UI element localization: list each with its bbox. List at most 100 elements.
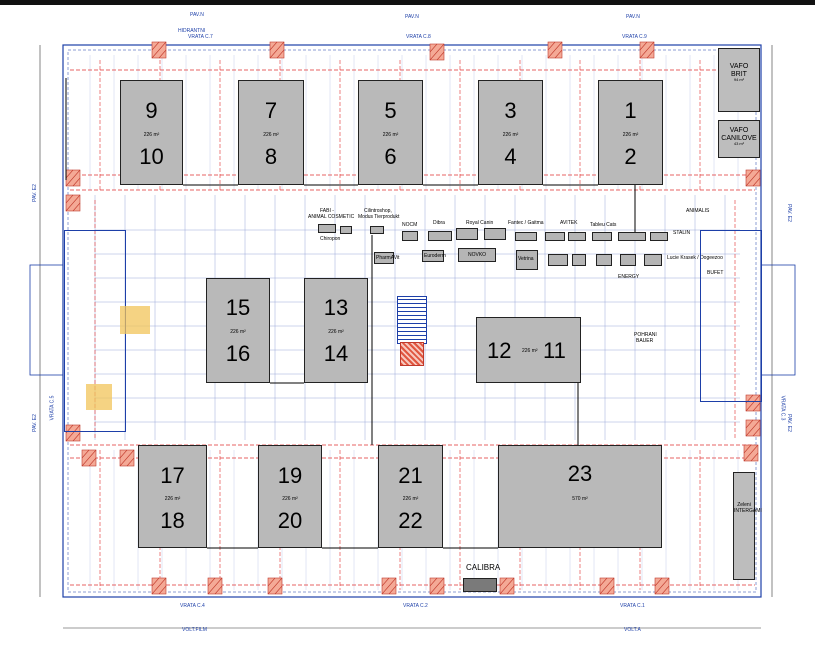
hatch-stroke: [151, 577, 167, 595]
hatched-columns: [65, 41, 761, 595]
hatch-stroke: [429, 43, 438, 53]
hatch-stroke: [436, 585, 445, 595]
label-pharmavit: PharmAVit: [376, 255, 400, 261]
stand-3-4[interactable]: 3 226 m² 4: [478, 80, 543, 185]
stand-vafo-canilove[interactable]: VAFO CANILOVE 43 m²: [718, 120, 760, 158]
hatch-stroke: [81, 449, 97, 467]
hatch-stroke: [606, 585, 615, 595]
gate-top-3: VRATA C.9: [622, 34, 647, 40]
stand-number-bottom: 6: [384, 144, 397, 169]
right-service-area: [700, 230, 762, 402]
label-royal: Royal Canin: [466, 220, 494, 226]
stand-area: 226 m²: [502, 132, 519, 138]
booth-mid-5[interactable]: [644, 254, 662, 266]
booth-center-6[interactable]: [456, 228, 478, 240]
hatch-stroke: [639, 41, 648, 51]
label-pohrani: POHRANI: [634, 332, 657, 338]
hatch-stroke: [654, 577, 663, 587]
stand-5-6[interactable]: 5 226 m² 6: [358, 80, 423, 185]
booth-center-7[interactable]: [484, 228, 506, 240]
booth-pharmavit[interactable]: [374, 252, 394, 264]
label-nocm: NOCM: [402, 222, 418, 228]
hatch-stroke: [381, 577, 397, 595]
pav-label-1: PAV.N: [190, 12, 204, 18]
booth-novko[interactable]: [458, 248, 496, 262]
hatch-stroke: [499, 577, 508, 587]
hatch-stroke: [381, 577, 390, 587]
stand-21-22[interactable]: 21 226 m² 22: [378, 445, 443, 548]
pav-bottom-1: VOLT.FILM: [182, 627, 207, 633]
label-bauer: BAUER: [636, 338, 654, 344]
stand-number-top: 9: [145, 98, 158, 123]
booth-euroderm[interactable]: [422, 250, 444, 262]
booth-mid-2[interactable]: [572, 254, 586, 266]
hatch-stroke: [207, 577, 216, 587]
booth-center-4[interactable]: [402, 231, 418, 241]
booth-center-11[interactable]: [592, 232, 612, 241]
booth-center-2[interactable]: [340, 226, 352, 234]
stand-area: 226 m²: [522, 348, 538, 354]
booth-center-5[interactable]: [428, 231, 452, 241]
stand-12-11[interactable]: 12 226 m² 11: [476, 317, 581, 383]
stand-7-8[interactable]: 7 226 m² 8: [238, 80, 304, 185]
stand-number-bottom: 8: [264, 144, 278, 169]
hatch-stroke: [72, 202, 81, 212]
stand-13-14[interactable]: 13 226 m² 14: [304, 278, 368, 383]
hatch-stroke: [158, 585, 167, 595]
hatch-stroke: [267, 577, 276, 587]
hatch-stroke: [276, 49, 285, 59]
hatch-stroke: [65, 169, 74, 179]
booth-vetrina[interactable]: [516, 250, 538, 270]
stand-17-18[interactable]: 17 226 m² 18: [138, 445, 207, 548]
hatch-stroke: [745, 169, 761, 187]
stand-1-2[interactable]: 1 226 m² 2: [598, 80, 663, 185]
stand-sub: BRIT: [731, 70, 747, 78]
stand-zeleni[interactable]: Zeleni INTERGAMI: [733, 472, 762, 580]
stand-number-top: 1: [624, 98, 637, 123]
right-gate: VRATA C.3: [779, 395, 786, 421]
stand-calibra[interactable]: [463, 578, 497, 592]
label-tableu: Tableu Cats: [590, 222, 617, 228]
stand-15-16[interactable]: 15 226 m² 16: [206, 278, 270, 383]
right-pav-1: PAV. E2: [785, 204, 792, 222]
booth-center-13[interactable]: [650, 232, 668, 241]
gate-bottom-2: VRATA C.2: [403, 603, 428, 609]
hatch-stroke: [214, 585, 223, 595]
stand-19-20[interactable]: 19 226 m² 20: [258, 445, 322, 548]
hatch-stroke: [661, 585, 670, 595]
stand-area: 226 m²: [263, 132, 279, 138]
booth-center-12[interactable]: [618, 232, 646, 241]
pav-bottom-2: VOLT.A: [624, 627, 641, 633]
stand-area: 226 m²: [402, 496, 419, 502]
pav-label-3: PAV.N: [626, 14, 640, 20]
gate-bottom-3: VRATA C.1: [620, 603, 645, 609]
hatch-stroke: [151, 41, 160, 51]
hatch-stroke: [752, 402, 761, 412]
stand-9-10[interactable]: 9 226 m² 10: [120, 80, 183, 185]
hatch-stroke: [745, 169, 754, 179]
hatch-stroke: [599, 577, 608, 587]
hatch-stroke: [267, 577, 283, 595]
booth-center-3[interactable]: [370, 226, 384, 234]
booth-center-10[interactable]: [568, 232, 586, 241]
hatch-stroke: [151, 577, 160, 587]
label-modus: Modus Tierprodukt: [358, 214, 400, 220]
label-euroderm: Euroderm: [424, 253, 446, 259]
stand-area: 226 m²: [328, 329, 344, 335]
stand-number-top: 17: [160, 463, 185, 488]
booth-mid-3[interactable]: [596, 254, 612, 266]
booth-mid-4[interactable]: [620, 254, 636, 266]
booth-center-8[interactable]: [515, 232, 537, 241]
booth-center-9[interactable]: [545, 232, 565, 241]
stand-number: 23: [567, 461, 593, 486]
booth-center-1[interactable]: [318, 224, 336, 233]
stand-name: Zeleni: [737, 502, 751, 508]
stand-number-bottom: 18: [160, 508, 185, 533]
stand-vafo-brit[interactable]: VAFO BRIT 94 m²: [718, 48, 760, 112]
booth-mid-1[interactable]: [548, 254, 568, 266]
stand-area: 226 m²: [230, 329, 246, 335]
stand-area: 226 m²: [622, 132, 639, 138]
label-energy: ENERGY: [618, 274, 640, 280]
stand-23[interactable]: 23 570 m²: [498, 445, 662, 548]
